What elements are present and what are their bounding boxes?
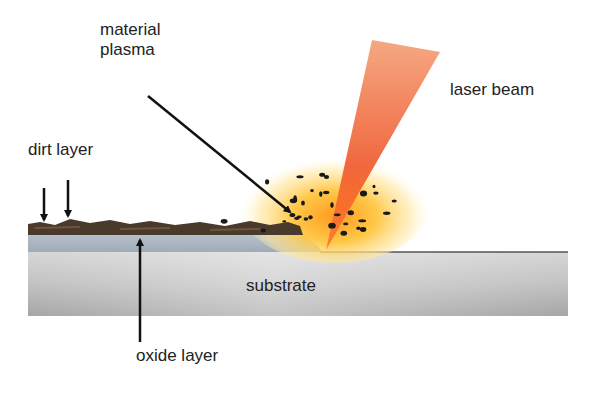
particle <box>221 219 228 224</box>
particle <box>348 210 354 215</box>
particle <box>297 216 302 219</box>
dirt-texture <box>35 227 260 230</box>
particle <box>356 227 360 230</box>
particle <box>392 199 397 202</box>
particle <box>296 175 303 178</box>
dirt-layer <box>28 219 303 235</box>
laser-beam <box>326 40 440 250</box>
particle <box>301 200 305 205</box>
particle <box>373 192 378 195</box>
particle <box>310 189 314 192</box>
particle <box>358 219 366 222</box>
substrate-sheen <box>28 252 568 316</box>
particle <box>319 191 322 197</box>
particle <box>360 191 367 197</box>
particle <box>341 231 348 236</box>
leader-arrow <box>67 180 70 216</box>
particle <box>373 185 376 189</box>
particle <box>334 213 341 216</box>
plasma-glow <box>240 147 430 263</box>
beam-label: laser beam <box>450 80 534 100</box>
ablated-particles <box>221 173 397 236</box>
particle <box>343 223 348 226</box>
leader-arrow <box>148 96 290 212</box>
substrate-block <box>28 252 568 316</box>
particle <box>328 223 336 229</box>
dirt-label: dirt layer <box>28 140 93 160</box>
particle <box>261 228 266 232</box>
oxide-label: oxide layer <box>136 346 218 366</box>
particle <box>323 191 329 194</box>
particle <box>360 227 366 232</box>
leader-arrow <box>139 240 142 342</box>
plasma-label: material plasma <box>100 20 180 61</box>
particle <box>330 202 333 208</box>
particle <box>330 225 333 227</box>
particle <box>383 212 390 215</box>
particle <box>265 179 269 184</box>
leader-arrow <box>43 188 46 220</box>
particle <box>293 195 296 201</box>
particle <box>290 213 296 217</box>
particle <box>308 215 312 219</box>
particle <box>304 217 309 221</box>
particle <box>319 173 325 177</box>
particle <box>282 220 286 222</box>
substrate-label: substrate <box>246 276 316 296</box>
